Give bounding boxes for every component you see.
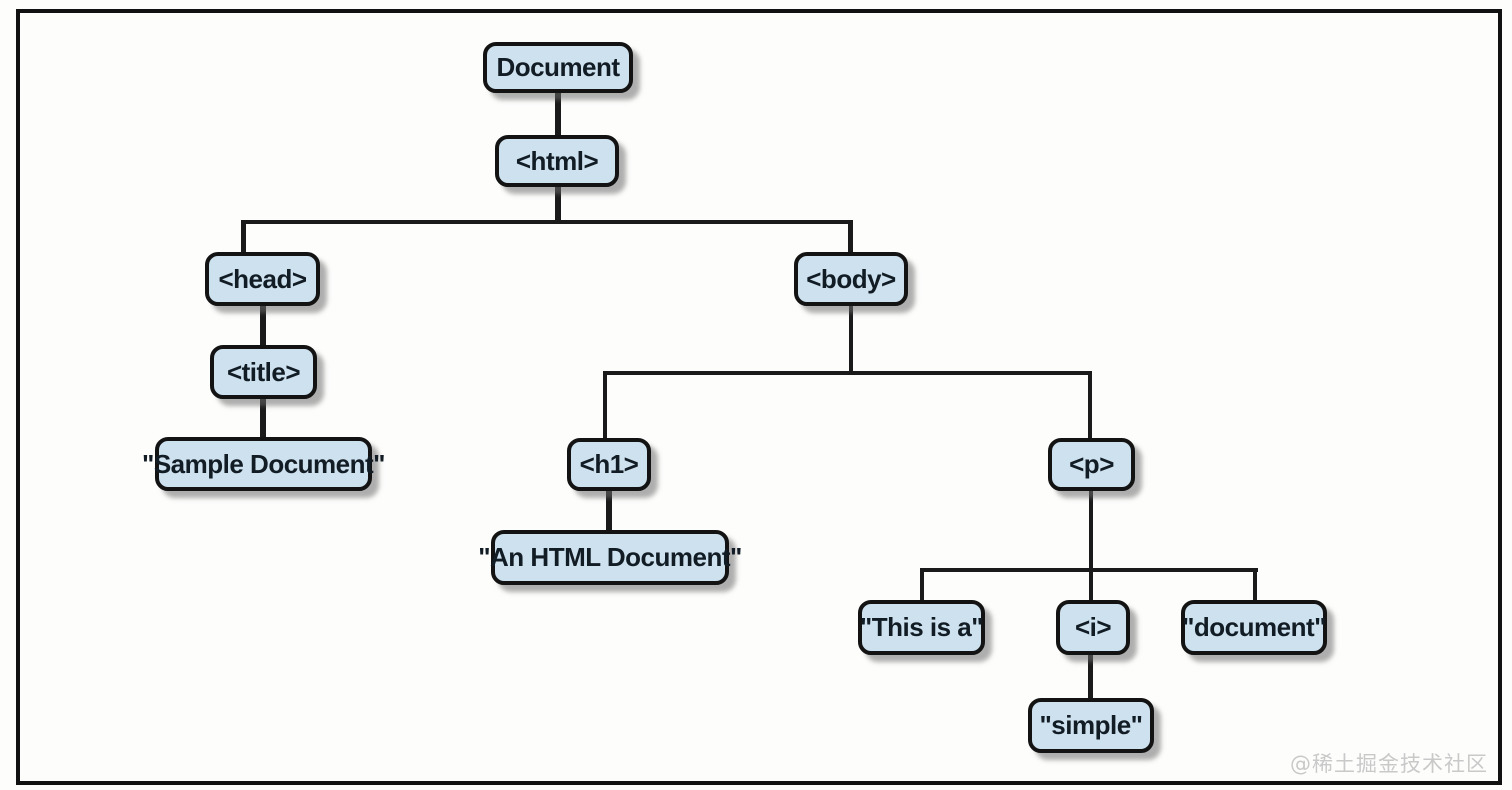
node-html-label: <html> (515, 145, 599, 176)
edge-rail-h1 (603, 373, 607, 438)
node-h1-label: <h1> (579, 449, 639, 479)
node-head: <head> (205, 252, 320, 306)
edge-body-branch (849, 306, 853, 373)
node-h1: <h1> (567, 438, 651, 491)
edge-i-simple (1088, 655, 1093, 699)
edge-rail-thisisa (920, 570, 924, 600)
node-text-an-html-document-label: "An HTML Document" (478, 542, 742, 572)
node-text-simple-label: "simple" (1039, 710, 1143, 740)
edge-rail-i (1089, 570, 1093, 600)
edge-rail-document (1253, 570, 1257, 600)
node-text-document-label: "document" (1182, 612, 1326, 642)
node-text-this-is-a-label: "This is a" (859, 612, 984, 642)
edge-h1-p-rail (603, 371, 1092, 375)
node-i-label: <i> (1074, 612, 1112, 642)
node-p: <p> (1048, 438, 1135, 491)
node-text-an-html-document: "An HTML Document" (478, 530, 742, 585)
node-html: <html> (495, 135, 619, 187)
edge-head-body-rail (241, 220, 853, 224)
node-text-sample-document: "Sample Document" (142, 437, 385, 491)
edge-rail-p (1088, 373, 1092, 438)
node-text-sample-document-label: "Sample Document" (142, 448, 385, 479)
node-i: <i> (1056, 600, 1130, 655)
edge-document-html (555, 93, 561, 137)
node-head-label: <head> (218, 263, 307, 294)
node-p-label: <p> (1069, 449, 1114, 479)
node-text-document: "document" (1181, 600, 1327, 655)
edge-rail-head (241, 222, 246, 252)
node-document: Document (483, 42, 633, 93)
node-title-label: <title> (226, 356, 301, 387)
node-body: <body> (794, 252, 908, 306)
node-document-label: Document (496, 52, 620, 82)
diagram-border (16, 9, 1502, 785)
edge-head-title (260, 306, 266, 346)
edge-title-sample (260, 399, 266, 438)
edge-p-branch (1089, 491, 1093, 569)
edge-html-branch (555, 187, 561, 223)
edge-rail-body (848, 222, 853, 252)
node-title: <title> (210, 345, 317, 399)
edge-h1-text (606, 491, 612, 531)
watermark: @稀土掘金技术社区 (1290, 752, 1488, 776)
node-body-label: <body> (806, 263, 896, 294)
node-text-simple: "simple" (1028, 698, 1154, 753)
node-text-this-is-a: "This is a" (858, 600, 985, 655)
